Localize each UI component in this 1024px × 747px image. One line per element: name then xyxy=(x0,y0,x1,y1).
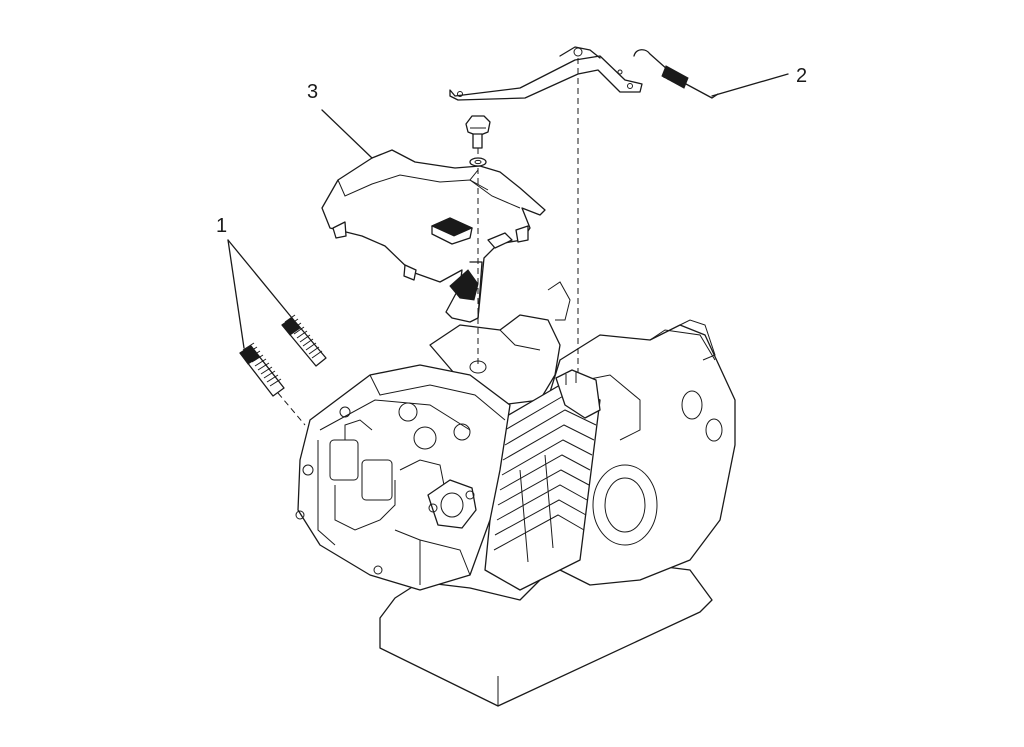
governor-spring xyxy=(633,49,719,99)
stud-bolt-lower xyxy=(239,342,285,397)
stud-alignment-line xyxy=(277,392,306,426)
callout-3-label: 3 xyxy=(307,81,318,103)
callout-1: 1 xyxy=(216,215,293,349)
engine-assembly xyxy=(295,281,736,707)
governor-shaft xyxy=(555,369,601,419)
cover-bolt xyxy=(465,115,491,368)
governor-lever xyxy=(449,46,643,372)
callout-3: 3 xyxy=(307,81,373,159)
stud-bolt-upper xyxy=(281,314,327,367)
callout-2-label: 2 xyxy=(796,65,807,87)
stud-bolt-pair xyxy=(239,314,327,426)
callout-2: 2 xyxy=(711,65,807,97)
head-cover-plate xyxy=(321,149,546,323)
cylinder-head xyxy=(295,364,511,591)
callout-1-label: 1 xyxy=(216,215,227,237)
